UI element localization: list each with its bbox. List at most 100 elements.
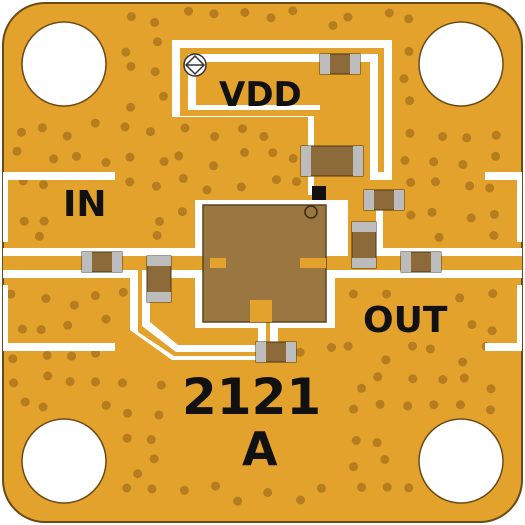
via (491, 151, 501, 161)
via (349, 462, 358, 472)
via (380, 455, 390, 464)
via (438, 132, 448, 142)
via (153, 37, 162, 47)
output-label: OUT (363, 300, 448, 341)
via (126, 102, 136, 112)
mounting-hole-top-right (418, 21, 504, 107)
via (268, 148, 278, 158)
part-number-label: 2121 (182, 368, 321, 426)
via (455, 293, 465, 303)
via (146, 127, 155, 137)
via (69, 300, 79, 310)
via (120, 122, 130, 132)
via (240, 148, 249, 157)
right-edge-gap-side-2 (517, 285, 522, 343)
via (467, 320, 477, 330)
via (174, 151, 184, 161)
via (240, 8, 250, 17)
via (372, 438, 382, 448)
capacitor-vdd-top (319, 53, 361, 75)
via (351, 436, 361, 445)
via (101, 400, 111, 410)
via (458, 160, 468, 169)
via (177, 207, 187, 217)
inductor-out-bias (351, 221, 377, 269)
via-field (6, 6, 501, 506)
via (121, 47, 131, 57)
bias-loop-gap (130, 268, 278, 360)
via (118, 378, 127, 388)
via (39, 216, 49, 226)
via (406, 178, 416, 187)
silkscreen-labels: VDD IN OUT 2121 A (63, 75, 448, 476)
via (210, 132, 220, 141)
via (17, 127, 26, 137)
via (296, 495, 305, 505)
via (429, 400, 439, 410)
mounting-holes (21, 21, 504, 504)
via (39, 180, 48, 190)
capacitor-out-bias (363, 189, 405, 211)
via (41, 294, 51, 303)
via (382, 482, 392, 492)
via (101, 158, 111, 167)
via (405, 128, 415, 138)
via (271, 175, 281, 185)
via (485, 183, 495, 193)
via (384, 8, 394, 18)
via (19, 216, 29, 226)
via (43, 371, 53, 381)
via (149, 454, 159, 464)
via (123, 408, 132, 418)
via (462, 133, 472, 143)
via (431, 177, 440, 187)
via (343, 12, 353, 22)
via (159, 157, 169, 166)
via (152, 230, 162, 240)
mounting-hole-bottom-right (418, 418, 504, 504)
via (429, 157, 439, 167)
left-edge-gap-side-2 (3, 285, 8, 343)
mounting-hole-top-left (21, 21, 107, 107)
via (150, 18, 160, 27)
via (67, 351, 76, 361)
via (151, 181, 161, 191)
via (154, 410, 164, 420)
via (122, 433, 132, 443)
via (6, 289, 16, 299)
via (487, 326, 497, 336)
via (209, 161, 218, 171)
via (357, 383, 366, 393)
chip-pad-bias (250, 300, 272, 322)
via (91, 377, 100, 387)
via (184, 6, 193, 16)
left-edge-gap-bottom (3, 343, 115, 351)
via (458, 357, 468, 367)
via (485, 405, 495, 415)
via (382, 289, 391, 299)
revision-label: A (242, 422, 278, 476)
via (295, 347, 305, 357)
pin1-marker-icon (304, 205, 318, 219)
via (126, 61, 136, 71)
via (427, 207, 437, 217)
via (147, 484, 157, 494)
via (406, 210, 416, 220)
via (159, 91, 168, 101)
via (125, 152, 135, 162)
smd-components (81, 53, 442, 363)
via (348, 289, 358, 299)
via (236, 182, 246, 192)
via (36, 325, 46, 335)
via (211, 481, 220, 491)
via (62, 131, 72, 141)
right-edge-gap-top (485, 172, 522, 180)
via (146, 435, 156, 445)
via (259, 131, 269, 141)
via (375, 399, 385, 409)
via (408, 374, 418, 384)
via (233, 496, 243, 506)
via (403, 401, 413, 411)
via (90, 291, 100, 301)
